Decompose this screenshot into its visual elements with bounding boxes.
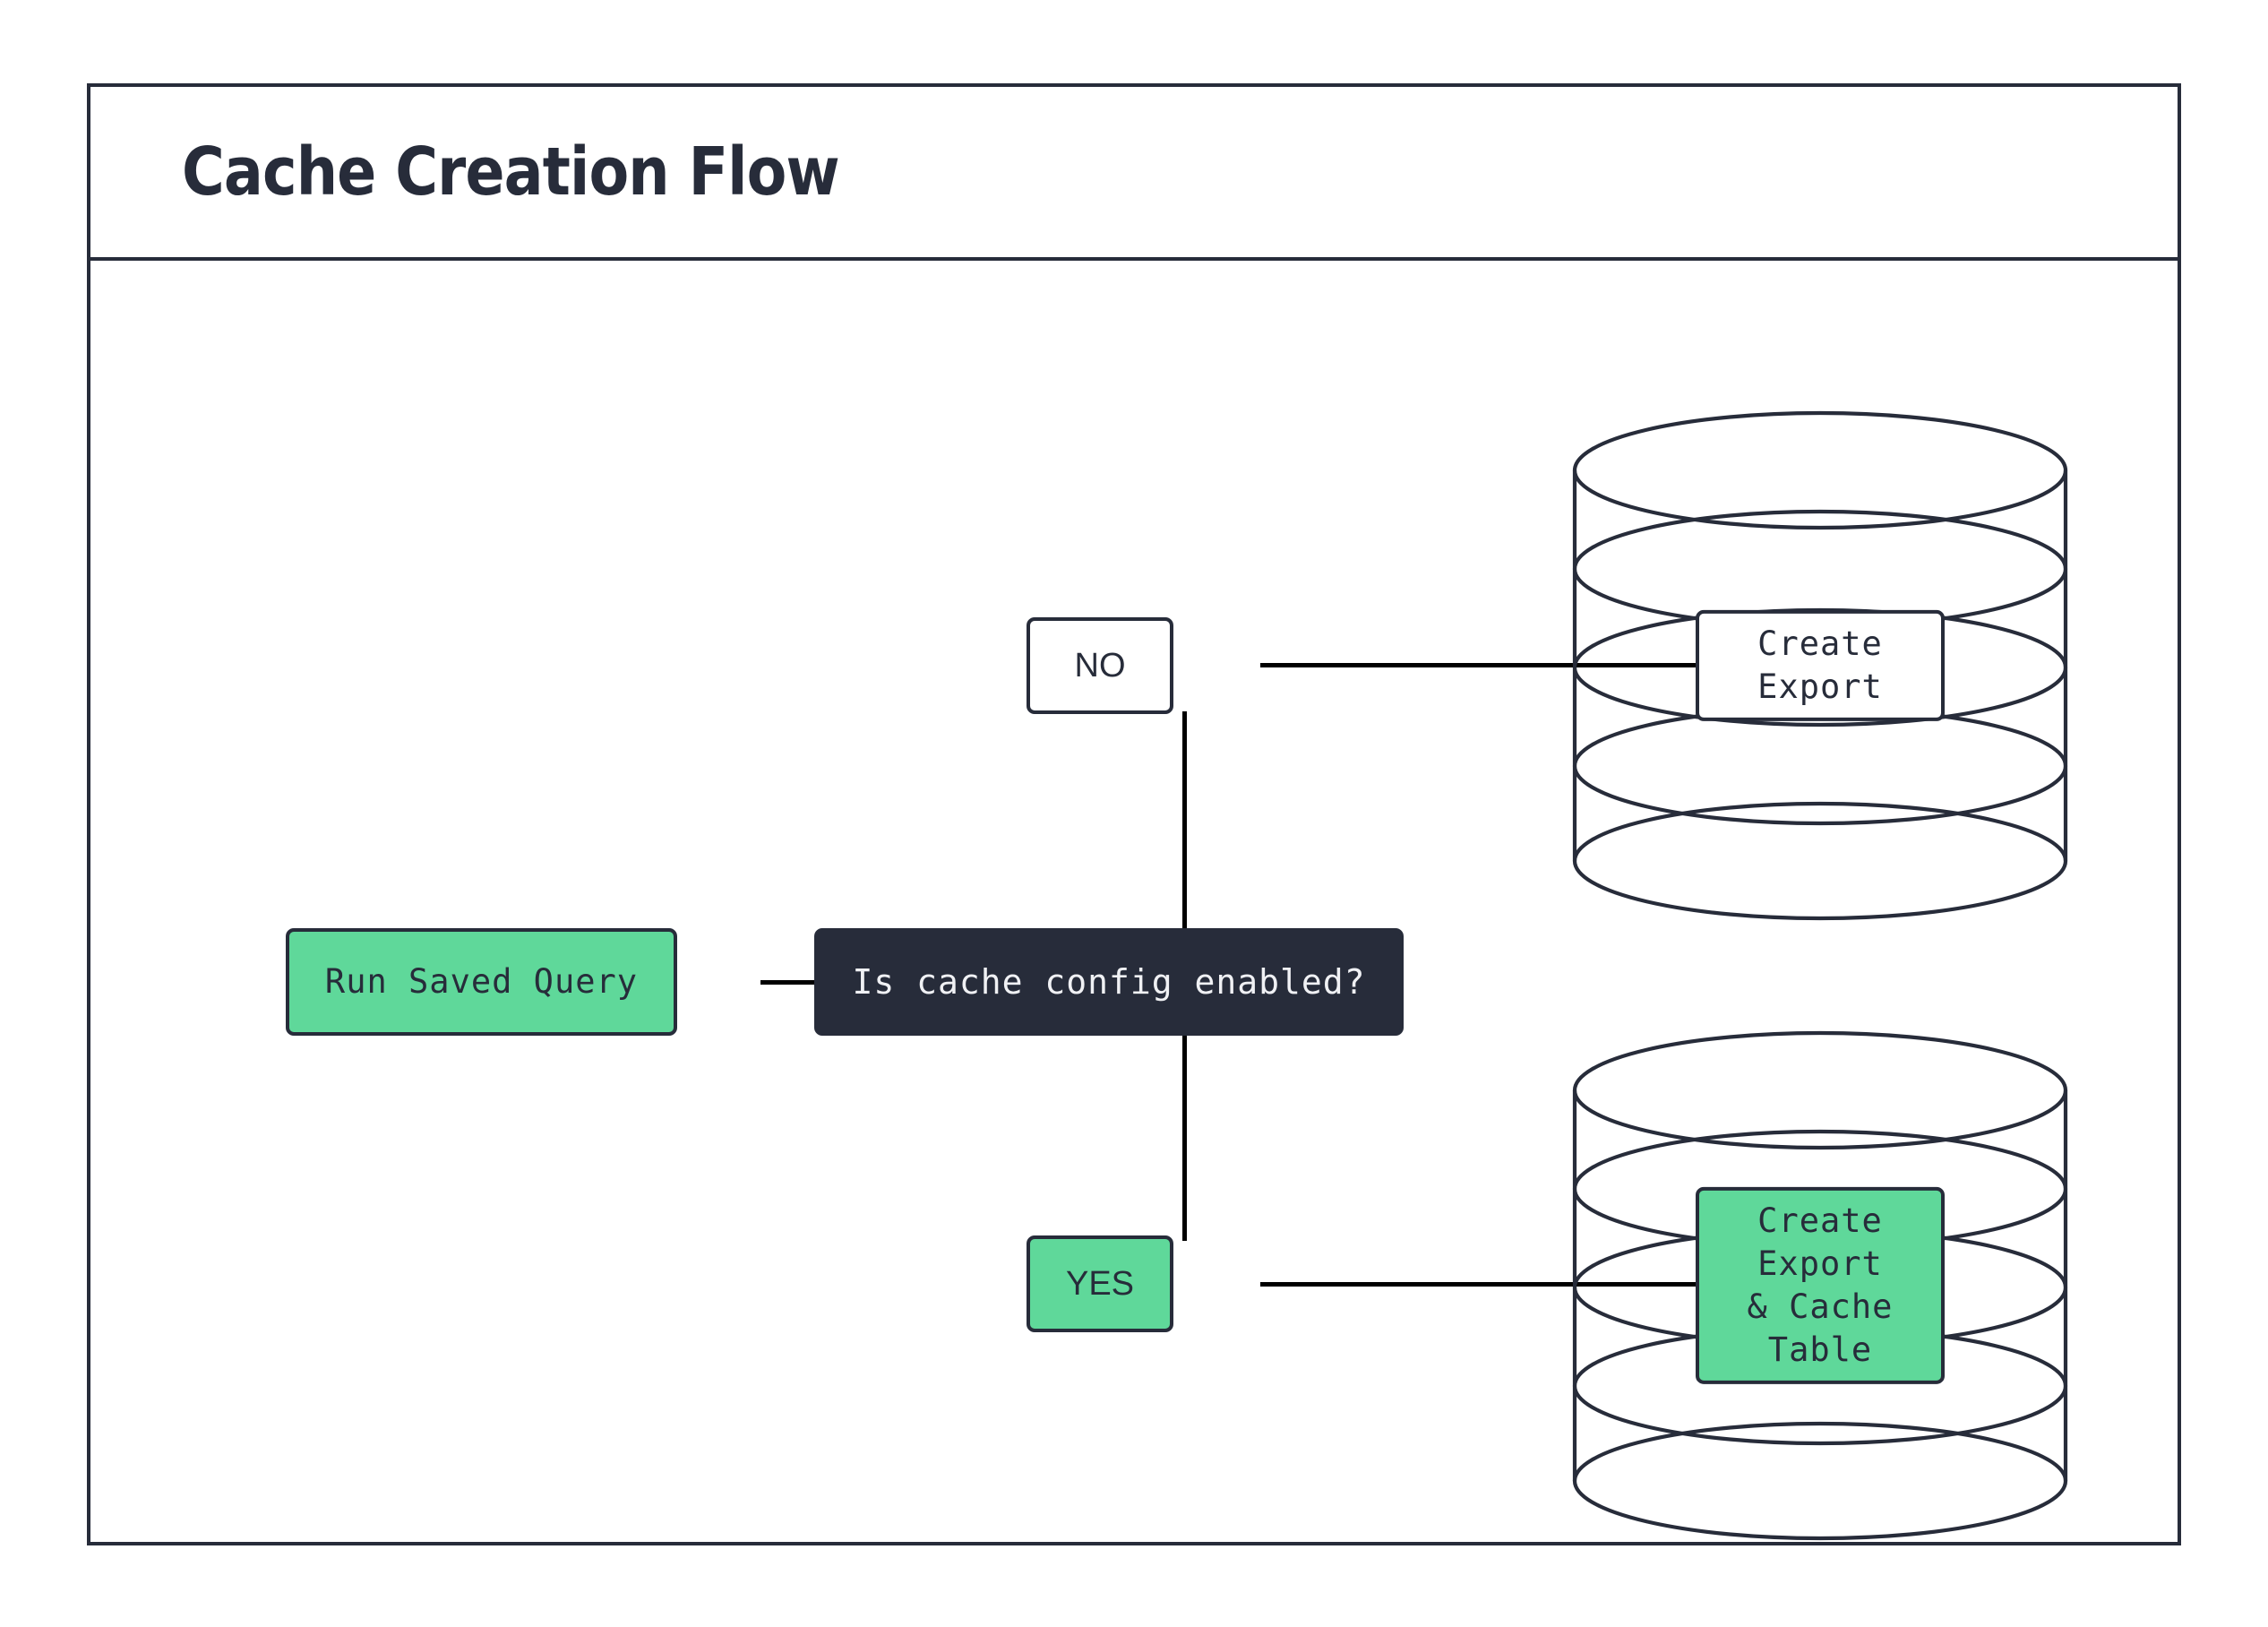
diagram-body: Run Saved Query Is cache config enabled?… xyxy=(90,261,2178,1542)
diagram-title-bar: Cache Creation Flow xyxy=(90,87,2178,261)
stacked-database-icon xyxy=(1572,1030,2068,1541)
edge-decision-to-no xyxy=(1182,711,1187,985)
db-export-cache-label: Create Export & Cache Table xyxy=(1696,1186,1945,1385)
node-run-saved-query[interactable]: Run Saved Query xyxy=(286,928,677,1036)
edge-no-to-db-export xyxy=(1260,663,1762,667)
node-branch-no[interactable]: NO xyxy=(1027,617,1173,714)
page-title: Cache Creation Flow xyxy=(182,133,840,211)
node-db-create-export[interactable]: Create Export xyxy=(1571,409,2069,922)
stacked-database-icon xyxy=(1572,410,2068,921)
db-export-label: Create Export xyxy=(1696,609,1945,722)
edge-yes-to-db-export-cache xyxy=(1260,1282,1762,1287)
node-is-cache-config-enabled[interactable]: Is cache config enabled? xyxy=(814,928,1404,1036)
node-branch-yes[interactable]: YES xyxy=(1027,1235,1173,1332)
diagram-frame: Cache Creation Flow Run Saved Query Is c… xyxy=(87,83,2181,1545)
edge-decision-to-yes xyxy=(1182,1033,1187,1241)
node-db-create-export-cache-table[interactable]: Create Export & Cache Table xyxy=(1571,1029,2069,1542)
